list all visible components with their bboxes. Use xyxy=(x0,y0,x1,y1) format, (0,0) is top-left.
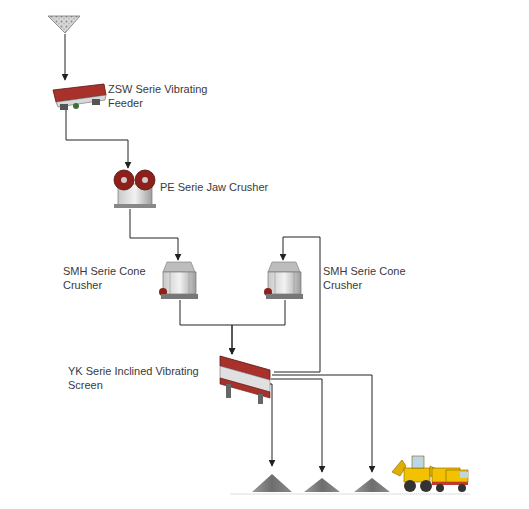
machine-node: SMH Serie Cone Crusher xyxy=(265,260,305,300)
machine-node: YK Serie Inclined Vibrating Screen xyxy=(218,354,274,406)
loader-truck xyxy=(392,456,468,492)
machine-node: PE Serie Jaw Crusher xyxy=(112,168,158,209)
cone-crusher xyxy=(264,262,303,299)
jaw-crusher xyxy=(114,170,156,208)
machine-node: ZSW Serie Vibrating Feeder xyxy=(52,82,108,110)
flow-connector xyxy=(66,110,128,168)
cone-crusher xyxy=(159,262,198,299)
vibrating-feeder xyxy=(53,84,106,110)
hopper xyxy=(48,16,80,80)
flow-connector xyxy=(232,300,285,354)
machine-label: SMH Serie Cone Crusher xyxy=(323,264,413,292)
machine-label: SMH Serie Cone Crusher xyxy=(63,264,153,292)
machine-label: ZSW Serie Vibrating Feeder xyxy=(108,82,218,110)
machine-node: SMH Serie Cone Crusher xyxy=(160,260,200,300)
vibrating-screen xyxy=(220,356,270,404)
discharge-lines xyxy=(270,375,372,472)
flow-connector xyxy=(180,300,232,354)
flow-connector xyxy=(274,237,320,372)
flow-connector xyxy=(130,209,178,260)
machine-label: YK Serie Inclined Vibrating Screen xyxy=(68,364,208,392)
machine-label: PE Serie Jaw Crusher xyxy=(160,180,290,194)
